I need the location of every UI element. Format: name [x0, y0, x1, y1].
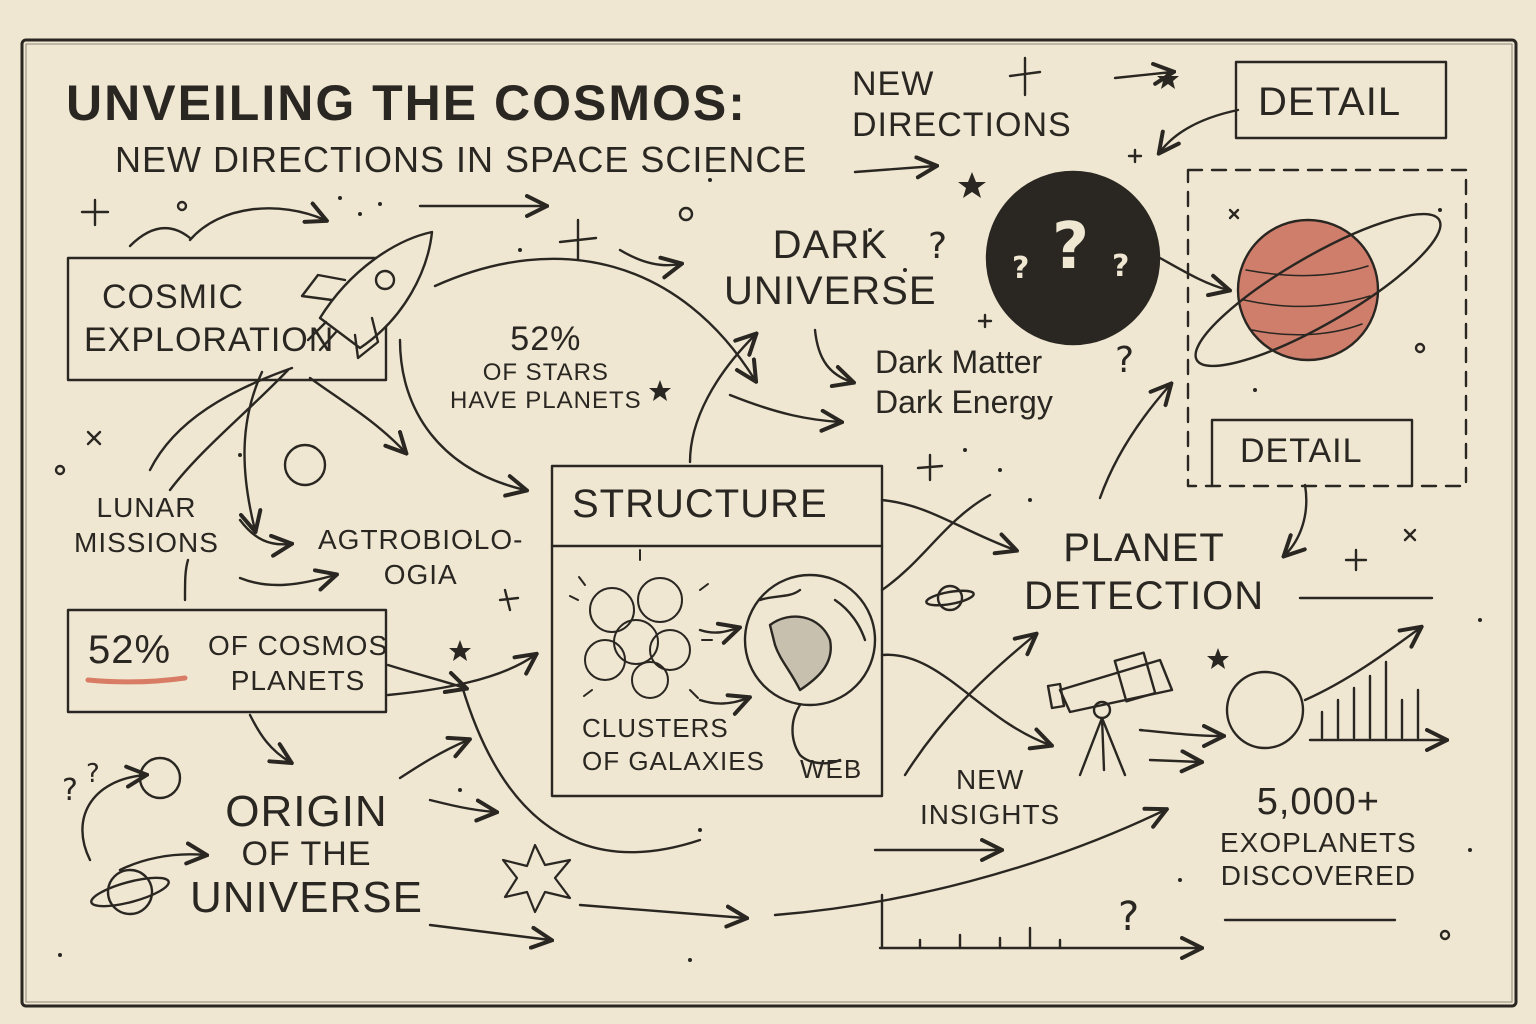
- galaxy-clusters-icon: [569, 549, 713, 699]
- planet-detection-label: PLANET DETECTION: [1024, 526, 1265, 618]
- clusters-label: CLUSTERS OF GALAXIES: [582, 713, 765, 776]
- svg-text:?: ?: [1115, 340, 1134, 381]
- origin-label: ORIGIN OF THE UNIVERSE: [190, 787, 423, 922]
- new-insights-label: NEW INSIGHTS: [920, 764, 1061, 830]
- page-subtitle: NEW DIRECTIONS IN SPACE SCIENCE: [115, 139, 808, 180]
- svg-text:?: ?: [1012, 251, 1029, 286]
- svg-text:?: ?: [62, 773, 78, 808]
- lunar-missions-label: LUNAR MISSIONS: [74, 492, 219, 558]
- svg-text:?: ?: [1052, 210, 1089, 284]
- outer-frame: [20, 38, 1518, 1008]
- svg-text:?: ?: [86, 759, 100, 789]
- exoplanet-icon: [1225, 670, 1305, 750]
- svg-text:?: ?: [1118, 894, 1139, 940]
- star-icon: [80, 56, 1417, 612]
- page-title: UNVEILING THE COSMOS:: [66, 75, 747, 131]
- question-marks-icon: ? ? ? ? ?: [62, 226, 1139, 940]
- cosmos-stat-value: 52%: [88, 628, 172, 672]
- rocket-icon: [300, 230, 434, 360]
- burst-star-icon: [501, 843, 572, 914]
- new-directions-label: NEW DIRECTIONS: [852, 65, 1072, 144]
- small-planet-icon: [283, 443, 327, 487]
- globe-icon: [743, 573, 877, 765]
- cosmic-exploration-label: COSMIC EXPLORATION: [84, 278, 335, 359]
- cosmos-stat-box: [66, 608, 388, 714]
- detail-bottom-label: DETAIL: [1240, 432, 1363, 470]
- telescope-icon: [1046, 651, 1174, 777]
- question-marks-icon: ? ? ?: [1012, 210, 1129, 286]
- small-planet-icon: [138, 756, 182, 800]
- svg-text:?: ?: [1112, 249, 1129, 284]
- detail-bottom-box: [1210, 418, 1414, 488]
- cosmos-stat-label: OF COSMOS PLANETS: [208, 630, 389, 696]
- ringed-planet-icon: [1194, 212, 1442, 368]
- detail-panel-dashed: [1186, 168, 1468, 488]
- dark-matter-sphere-icon: [985, 170, 1161, 346]
- structure-box: [550, 464, 884, 798]
- exoplanets-stat: 5,000+ EXOPLANETS DISCOVERED: [1220, 781, 1417, 892]
- structure-title: STRUCTURE: [572, 482, 828, 526]
- stat-underline: [85, 675, 188, 685]
- stars-stat: 52% OF STARS HAVE PLANETS: [450, 320, 642, 414]
- dark-universe-label: DARK UNIVERSE: [724, 223, 937, 313]
- web-label: WEB: [800, 754, 863, 784]
- small-planet-icon: [936, 584, 964, 612]
- dark-components-list: Dark Matter Dark Energy: [875, 344, 1053, 420]
- detail-top-label: DETAIL: [1258, 80, 1402, 124]
- svg-text:?: ?: [928, 226, 947, 267]
- detail-top-box: [1234, 60, 1448, 140]
- small-planet-icon: [106, 868, 154, 916]
- astrobiology-label: AGTROBIOLO- OGIA: [318, 524, 524, 590]
